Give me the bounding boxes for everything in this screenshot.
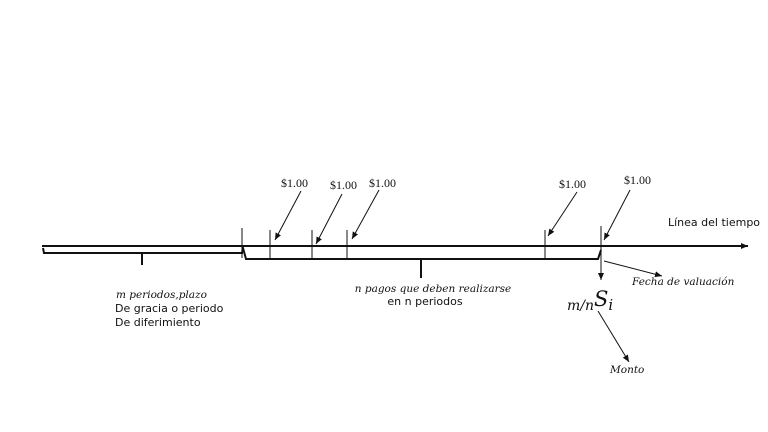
payment-label: $1.00 (624, 173, 651, 187)
grace-period-brace (42, 246, 244, 265)
payment-label: $1.00 (281, 176, 308, 190)
payments-label-line2: en n periodos (387, 295, 462, 308)
amount-formula: m/nSi (567, 287, 613, 314)
grace-label-line1: m periodos,plazo (116, 289, 207, 301)
payment-arrow (315, 193, 343, 245)
payment-arrow (547, 191, 578, 237)
payment-label: $1.00 (369, 176, 396, 190)
payments-brace (242, 247, 602, 278)
formula-prefix: m/n (567, 298, 594, 314)
formula-symbol: S (594, 287, 608, 311)
payment-arrow (274, 190, 302, 241)
period-ticks (241, 226, 602, 260)
valuation-arrow (603, 260, 663, 278)
amount-label: Monto (609, 364, 644, 376)
valuation-label: Fecha de valuación (631, 276, 735, 288)
grace-label-line3: De diferimiento (115, 316, 201, 329)
payment-arrow (351, 189, 380, 240)
formula-subscript: i (608, 296, 613, 314)
payment-arrows (274, 189, 631, 245)
payment-label: $1.00 (330, 178, 357, 192)
payment-arrow (603, 189, 631, 241)
payments-label-line1: n pagos que deben realizarse (355, 283, 511, 295)
timeline-label: Línea del tiempo (668, 216, 760, 229)
payment-label: $1.00 (559, 177, 586, 191)
grace-label-line2: De gracia o periodo (115, 302, 224, 315)
amount-arrow (597, 310, 630, 363)
